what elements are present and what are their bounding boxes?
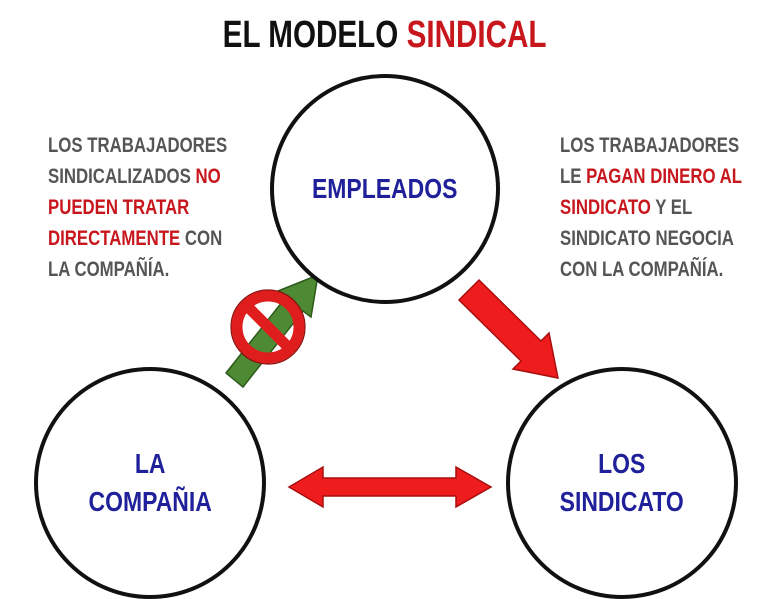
note-left-line: LOS TRABAJADORES: [48, 134, 228, 157]
note-right-highlight: SINDICATO: [560, 196, 651, 219]
note-right-line: SINDICATO Y EL: [560, 192, 742, 223]
red-arrow-icon: [457, 278, 559, 379]
note-left: LOS TRABAJADORES SINDICALIZADOS NO PUEDE…: [48, 130, 227, 285]
note-left-text: SINDICALIZADOS: [48, 165, 196, 188]
note-right: LOS TRABAJADORES LE PAGAN DINERO AL SIND…: [560, 130, 742, 285]
note-left-line: LA COMPAÑÍA.: [48, 258, 170, 281]
note-right-highlight: PAGAN DINERO AL: [586, 165, 743, 188]
node-compania-line1: LA: [134, 448, 166, 479]
note-right-line: CON LA COMPAÑÍA.: [560, 258, 724, 281]
note-right-line: SINDICATO NEGOCIA: [560, 227, 734, 250]
note-right-line: LE PAGAN DINERO AL: [560, 161, 742, 192]
node-sindicato-line1: LOS: [598, 448, 646, 479]
node-empleados-label: EMPLEADOS: [312, 173, 458, 204]
title-main: EL MODELO: [223, 14, 399, 56]
node-sindicato-line2: SINDICATO: [559, 486, 685, 517]
node-sindicato-label: LOS SINDICATO: [560, 445, 684, 521]
double-arrow-icon: [287, 465, 493, 509]
note-left-highlight: NO: [195, 165, 221, 188]
node-empleados: EMPLEADOS: [270, 74, 500, 304]
node-compania: LA COMPAÑIA: [34, 367, 266, 599]
node-compania-label: LA COMPAÑIA: [88, 445, 211, 521]
note-left-line: DIRECTAMENTE CON: [48, 223, 227, 254]
node-compania-line2: COMPAÑIA: [88, 486, 212, 517]
note-right-text: Y EL: [650, 196, 693, 219]
note-right-text: LE: [560, 165, 587, 188]
page-title: EL MODELO SINDICAL: [0, 14, 770, 57]
node-sindicato: LOS SINDICATO: [506, 367, 738, 599]
note-left-text: CON: [180, 227, 223, 250]
no-entry-icon: [230, 289, 306, 365]
note-left-line: SINDICALIZADOS NO: [48, 161, 227, 192]
title-accent: SINDICAL: [406, 14, 547, 56]
note-left-highlight: PUEDEN TRATAR: [48, 196, 190, 219]
note-right-line: LOS TRABAJADORES: [560, 134, 740, 157]
note-left-highlight: DIRECTAMENTE: [48, 227, 181, 250]
